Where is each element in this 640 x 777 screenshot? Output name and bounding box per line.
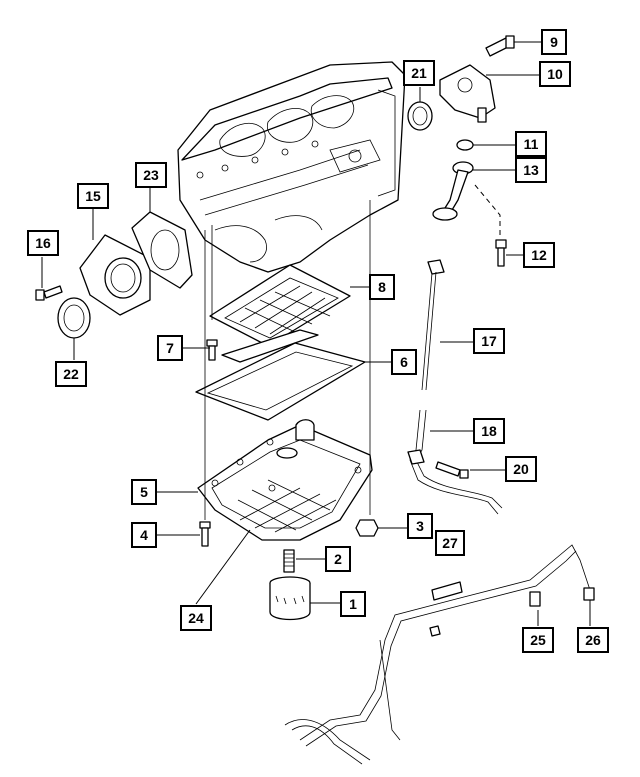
pump-bolt bbox=[485, 35, 515, 57]
drain-plug bbox=[355, 519, 379, 537]
svg-text:8: 8 bbox=[378, 279, 386, 295]
cooler-lines bbox=[284, 544, 595, 765]
tube-bolt bbox=[435, 461, 469, 479]
svg-text:17: 17 bbox=[481, 333, 497, 349]
svg-text:3: 3 bbox=[416, 518, 424, 534]
callout-5: 5 bbox=[131, 479, 157, 505]
callout-13: 13 bbox=[515, 157, 547, 183]
callout-17: 17 bbox=[473, 328, 505, 354]
callout-24: 24 bbox=[180, 605, 212, 631]
callout-2: 2 bbox=[325, 546, 351, 572]
svg-text:10: 10 bbox=[547, 66, 563, 82]
svg-text:22: 22 bbox=[63, 366, 79, 382]
callout-18: 18 bbox=[473, 418, 505, 444]
svg-text:9: 9 bbox=[550, 34, 558, 50]
callout-16: 16 bbox=[27, 230, 59, 256]
seal-retainer bbox=[79, 234, 151, 316]
callout-26: 26 bbox=[577, 627, 609, 653]
svg-text:11: 11 bbox=[524, 136, 539, 152]
windage-tray bbox=[209, 264, 351, 347]
upper-gasket-strip bbox=[221, 329, 319, 363]
svg-text:25: 25 bbox=[530, 632, 546, 648]
retainer-bolt bbox=[35, 285, 63, 301]
callout-7: 7 bbox=[157, 335, 183, 361]
callout-22: 22 bbox=[55, 361, 87, 387]
engine-block bbox=[177, 61, 406, 273]
callout-12: 12 bbox=[523, 242, 555, 268]
callout-8: 8 bbox=[369, 274, 395, 300]
pickup-bolt bbox=[495, 239, 507, 267]
pan-bolt bbox=[199, 521, 211, 547]
callout-11: 11 bbox=[515, 131, 547, 157]
oil-pump bbox=[439, 64, 496, 123]
svg-text:6: 6 bbox=[400, 354, 408, 370]
oil-pan-gasket bbox=[195, 342, 366, 421]
dipstick-tube bbox=[407, 409, 503, 515]
svg-text:26: 26 bbox=[585, 632, 601, 648]
svg-text:24: 24 bbox=[188, 610, 204, 626]
oil-pan bbox=[197, 419, 373, 541]
svg-text:2: 2 bbox=[334, 551, 342, 567]
leader-lines bbox=[41, 41, 591, 626]
callout-10: 10 bbox=[539, 61, 571, 87]
svg-text:27: 27 bbox=[442, 535, 458, 551]
oil-pickup-tube bbox=[432, 161, 474, 221]
svg-text:7: 7 bbox=[166, 340, 174, 356]
svg-text:21: 21 bbox=[411, 65, 427, 81]
svg-text:18: 18 bbox=[481, 423, 497, 439]
svg-text:1: 1 bbox=[349, 596, 357, 612]
callout-6: 6 bbox=[391, 349, 417, 375]
svg-text:4: 4 bbox=[140, 527, 148, 543]
callout-15: 15 bbox=[77, 183, 109, 209]
callout-21: 21 bbox=[403, 60, 435, 86]
callout-20: 20 bbox=[505, 456, 537, 482]
oil-filter bbox=[269, 576, 311, 621]
callout-3: 3 bbox=[407, 513, 433, 539]
pickup-o-ring bbox=[456, 139, 474, 151]
svg-text:23: 23 bbox=[143, 167, 159, 183]
callout-27: 27 bbox=[435, 530, 465, 556]
svg-text:15: 15 bbox=[85, 188, 101, 204]
callout-25: 25 bbox=[522, 627, 554, 653]
callout-4: 4 bbox=[131, 522, 157, 548]
svg-text:5: 5 bbox=[140, 484, 148, 500]
svg-text:13: 13 bbox=[523, 162, 539, 178]
svg-text:20: 20 bbox=[513, 461, 529, 477]
svg-text:12: 12 bbox=[531, 247, 547, 263]
filter-stud bbox=[283, 549, 295, 573]
svg-text:16: 16 bbox=[35, 235, 51, 251]
dipstick bbox=[421, 259, 445, 391]
callout-1: 1 bbox=[340, 591, 366, 617]
tray-bolt bbox=[206, 339, 218, 361]
pump-seal bbox=[407, 101, 433, 131]
callout-23: 23 bbox=[135, 162, 167, 188]
callout-9: 9 bbox=[541, 29, 567, 55]
rear-main-seal bbox=[57, 297, 91, 339]
